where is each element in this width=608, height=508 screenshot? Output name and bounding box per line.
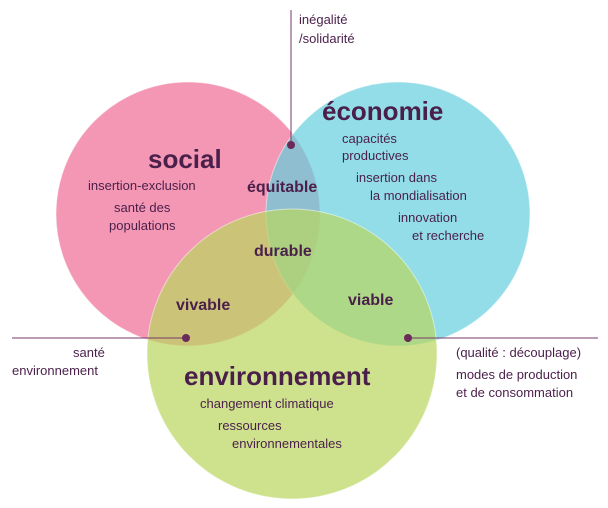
vivable-label: vivable bbox=[176, 297, 230, 314]
top-leader-dot bbox=[287, 141, 295, 149]
environnement-title: environnement bbox=[184, 361, 371, 391]
top-annotation-line-1: inégalité bbox=[299, 12, 347, 27]
economie-line-5: innovation bbox=[398, 210, 457, 225]
social-line-1: insertion-exclusion bbox=[88, 178, 196, 193]
social-title: social bbox=[148, 144, 222, 174]
economie-line-6: et recherche bbox=[412, 228, 484, 243]
right-annotation-line-2: modes de production bbox=[456, 367, 577, 382]
economie-line-1: capacités bbox=[342, 131, 397, 146]
economie-line-2: productives bbox=[342, 148, 409, 163]
environnement-line-2: ressources bbox=[218, 418, 282, 433]
right-annotation-line-1: (qualité : découplage) bbox=[456, 345, 581, 360]
social-line-2: santé des bbox=[114, 200, 171, 215]
left-annotation-line-2: environnement bbox=[12, 363, 98, 378]
top-annotation-line-2: /solidarité bbox=[299, 31, 355, 46]
equitable-label: équitable bbox=[247, 179, 317, 196]
environnement-line-1: changement climatique bbox=[200, 396, 334, 411]
viable-label: viable bbox=[348, 292, 393, 309]
environnement-circle bbox=[146, 208, 438, 500]
economie-title: économie bbox=[322, 96, 443, 126]
economie-line-3: insertion dans bbox=[356, 170, 437, 185]
social-line-3: populations bbox=[109, 218, 176, 233]
left-leader-dot bbox=[182, 334, 190, 342]
right-leader-dot bbox=[404, 334, 412, 342]
durable-label: durable bbox=[254, 243, 312, 260]
right-annotation-line-3: et de consommation bbox=[456, 385, 573, 400]
economie-line-4: la mondialisation bbox=[370, 188, 467, 203]
environnement-line-3: environnementales bbox=[232, 436, 342, 451]
left-annotation-line-1: santé bbox=[73, 345, 105, 360]
